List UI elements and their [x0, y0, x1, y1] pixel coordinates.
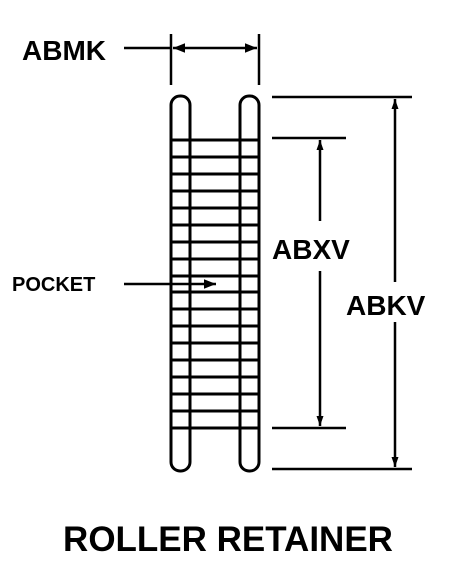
abkv-dimension: [272, 95, 412, 471]
diagram-title: ROLLER RETAINER: [63, 520, 393, 559]
roller-bars: [171, 138, 259, 430]
pocket-label: POCKET: [12, 274, 95, 296]
abmk-label: ABMK: [22, 35, 106, 66]
abxv-dimension: [272, 136, 346, 430]
abxv-label: ABXV: [272, 234, 350, 265]
abmk-dimension: [124, 34, 261, 85]
right-rail: [238, 94, 261, 473]
abkv-label: ABKV: [346, 290, 426, 321]
